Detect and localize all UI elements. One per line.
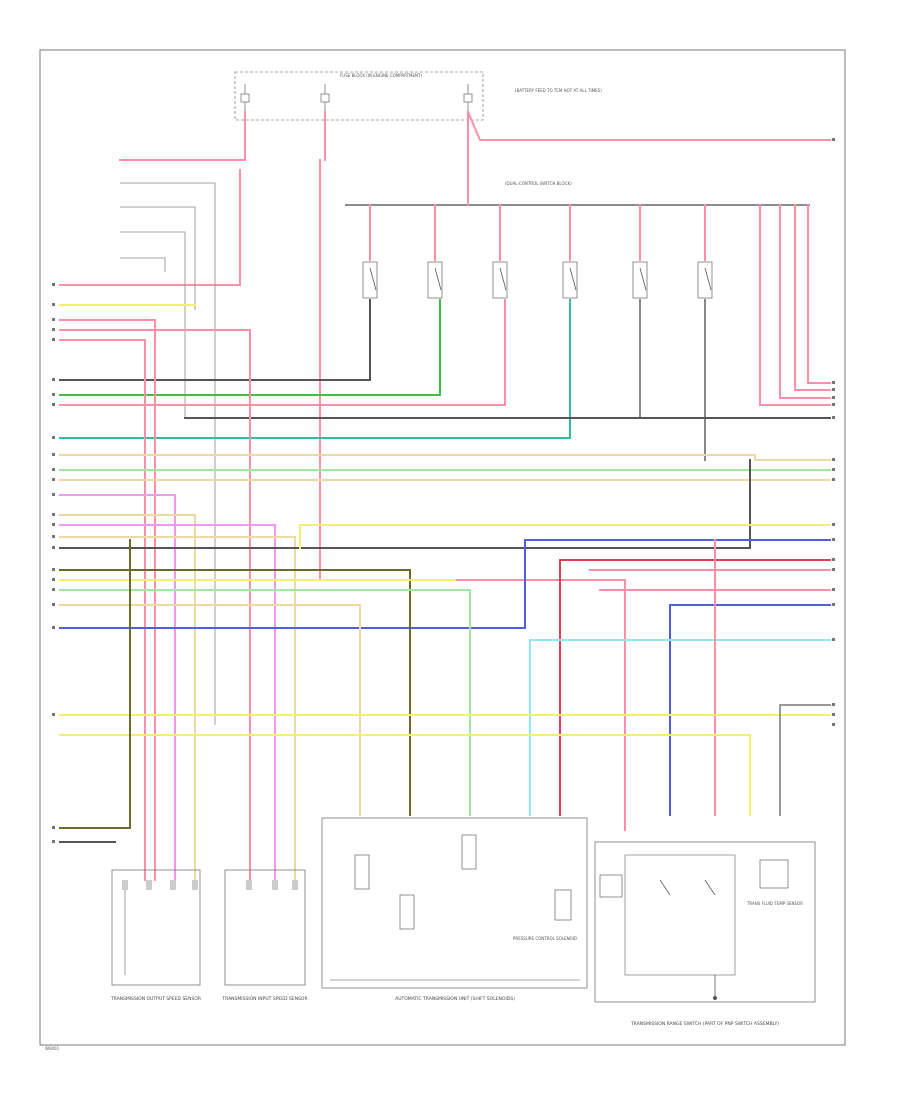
switch-4	[562, 261, 578, 299]
wire-dkgrn-1	[59, 569, 411, 816]
fuse-block-label: FUSE BLOCK (IN ENGINE COMPARTMENT)	[340, 73, 422, 78]
output-speed-sensor: TRANSMISSION OUTPUT SPEED SENSOR	[110, 869, 201, 1002]
switch-2	[427, 261, 443, 299]
wire-gry-r	[779, 704, 831, 816]
switch-3	[492, 261, 508, 299]
wire-sw-8	[779, 204, 831, 399]
wires	[59, 110, 831, 881]
wire-tan-3	[59, 514, 196, 881]
input-speed-sensor: TRANSMISSION INPUT SPEED SENSOR	[221, 869, 308, 1002]
switch-6	[697, 261, 713, 299]
wire-out-2	[59, 299, 441, 396]
fuse-block-note: (BATTERY FEED TO TCM HOT AT ALL TIMES)	[515, 88, 602, 93]
wire-yel-2	[299, 524, 831, 549]
sensor-right-label: TRANS FLUID TEMP SENSOR	[746, 901, 803, 906]
unit-center-label: AUTOMATIC TRANSMISSION UNIT (SHIFT SOLEN…	[395, 996, 515, 1002]
wire-gry-d	[120, 257, 166, 272]
wire-dkgrn-2	[59, 539, 131, 829]
connector-left	[52, 283, 55, 843]
wire-pnk-4	[466, 110, 831, 141]
switch-5	[632, 261, 648, 299]
switch-block: (DUAL-CONTROL SWITCH BLOCK)	[345, 181, 810, 206]
unit-right-label: TRANSMISSION RANGE SWITCH (PART OF PNP S…	[630, 1021, 779, 1027]
footer-code: W0001	[45, 1046, 60, 1051]
wire-blk-1	[59, 459, 751, 549]
wire-pnk-l2	[59, 329, 251, 881]
range-switch: TRANSMISSION RANGE SWITCH (PART OF PNP S…	[594, 841, 816, 1027]
fuse-3	[463, 84, 473, 112]
fuse-1	[240, 84, 250, 112]
wire-gry-a	[120, 182, 216, 725]
fuse-block: FUSE BLOCK (IN ENGINE COMPARTMENT) (BATT…	[234, 71, 602, 121]
wire-pnk-1	[119, 111, 246, 161]
sensor-left-label: TRANSMISSION OUTPUT SPEED SENSOR	[110, 996, 201, 1002]
wire-red-1	[559, 559, 831, 816]
wire-gry-c	[120, 231, 186, 418]
pressure-switch-label: PRESSURE CONTROL SOLENOID	[513, 936, 577, 941]
wire-out-3	[59, 299, 506, 406]
wire-tan-5	[59, 604, 361, 816]
wire-tan-4	[59, 536, 296, 881]
fuse-2	[320, 84, 330, 112]
wire-gry-b	[120, 206, 196, 310]
wire-pnk-l1	[59, 319, 156, 881]
sensor-mid-label: TRANSMISSION INPUT SPEED SENSOR	[221, 996, 307, 1002]
switch-1	[362, 261, 378, 299]
wire-ltgrn-2	[59, 589, 471, 816]
switch-block-label: (DUAL-CONTROL SWITCH BLOCK)	[505, 181, 572, 186]
wire-pnk-5	[59, 169, 241, 286]
wire-tan-1	[59, 454, 831, 461]
wire-sw-9	[794, 204, 831, 391]
wire-pnk-6	[319, 159, 626, 831]
diagram-border	[39, 49, 846, 1046]
wire-ppl-2	[59, 524, 276, 881]
wire-out-4	[59, 299, 571, 439]
wire-blu-1	[524, 539, 831, 629]
wire-out-1	[59, 299, 371, 381]
transmission-unit: AUTOMATIC TRANSMISSION UNIT (SHIFT SOLEN…	[321, 817, 588, 1002]
wire-ppl-1	[59, 494, 176, 881]
wire-blu-3	[669, 604, 831, 816]
connector-right	[832, 138, 835, 726]
switches	[362, 261, 713, 299]
wire-pnk-l3	[59, 339, 146, 881]
wire-sw-7	[759, 204, 831, 406]
wire-sw-10	[807, 204, 831, 384]
wire-ltblu-1	[529, 639, 831, 816]
wire-yel-5	[59, 734, 751, 816]
